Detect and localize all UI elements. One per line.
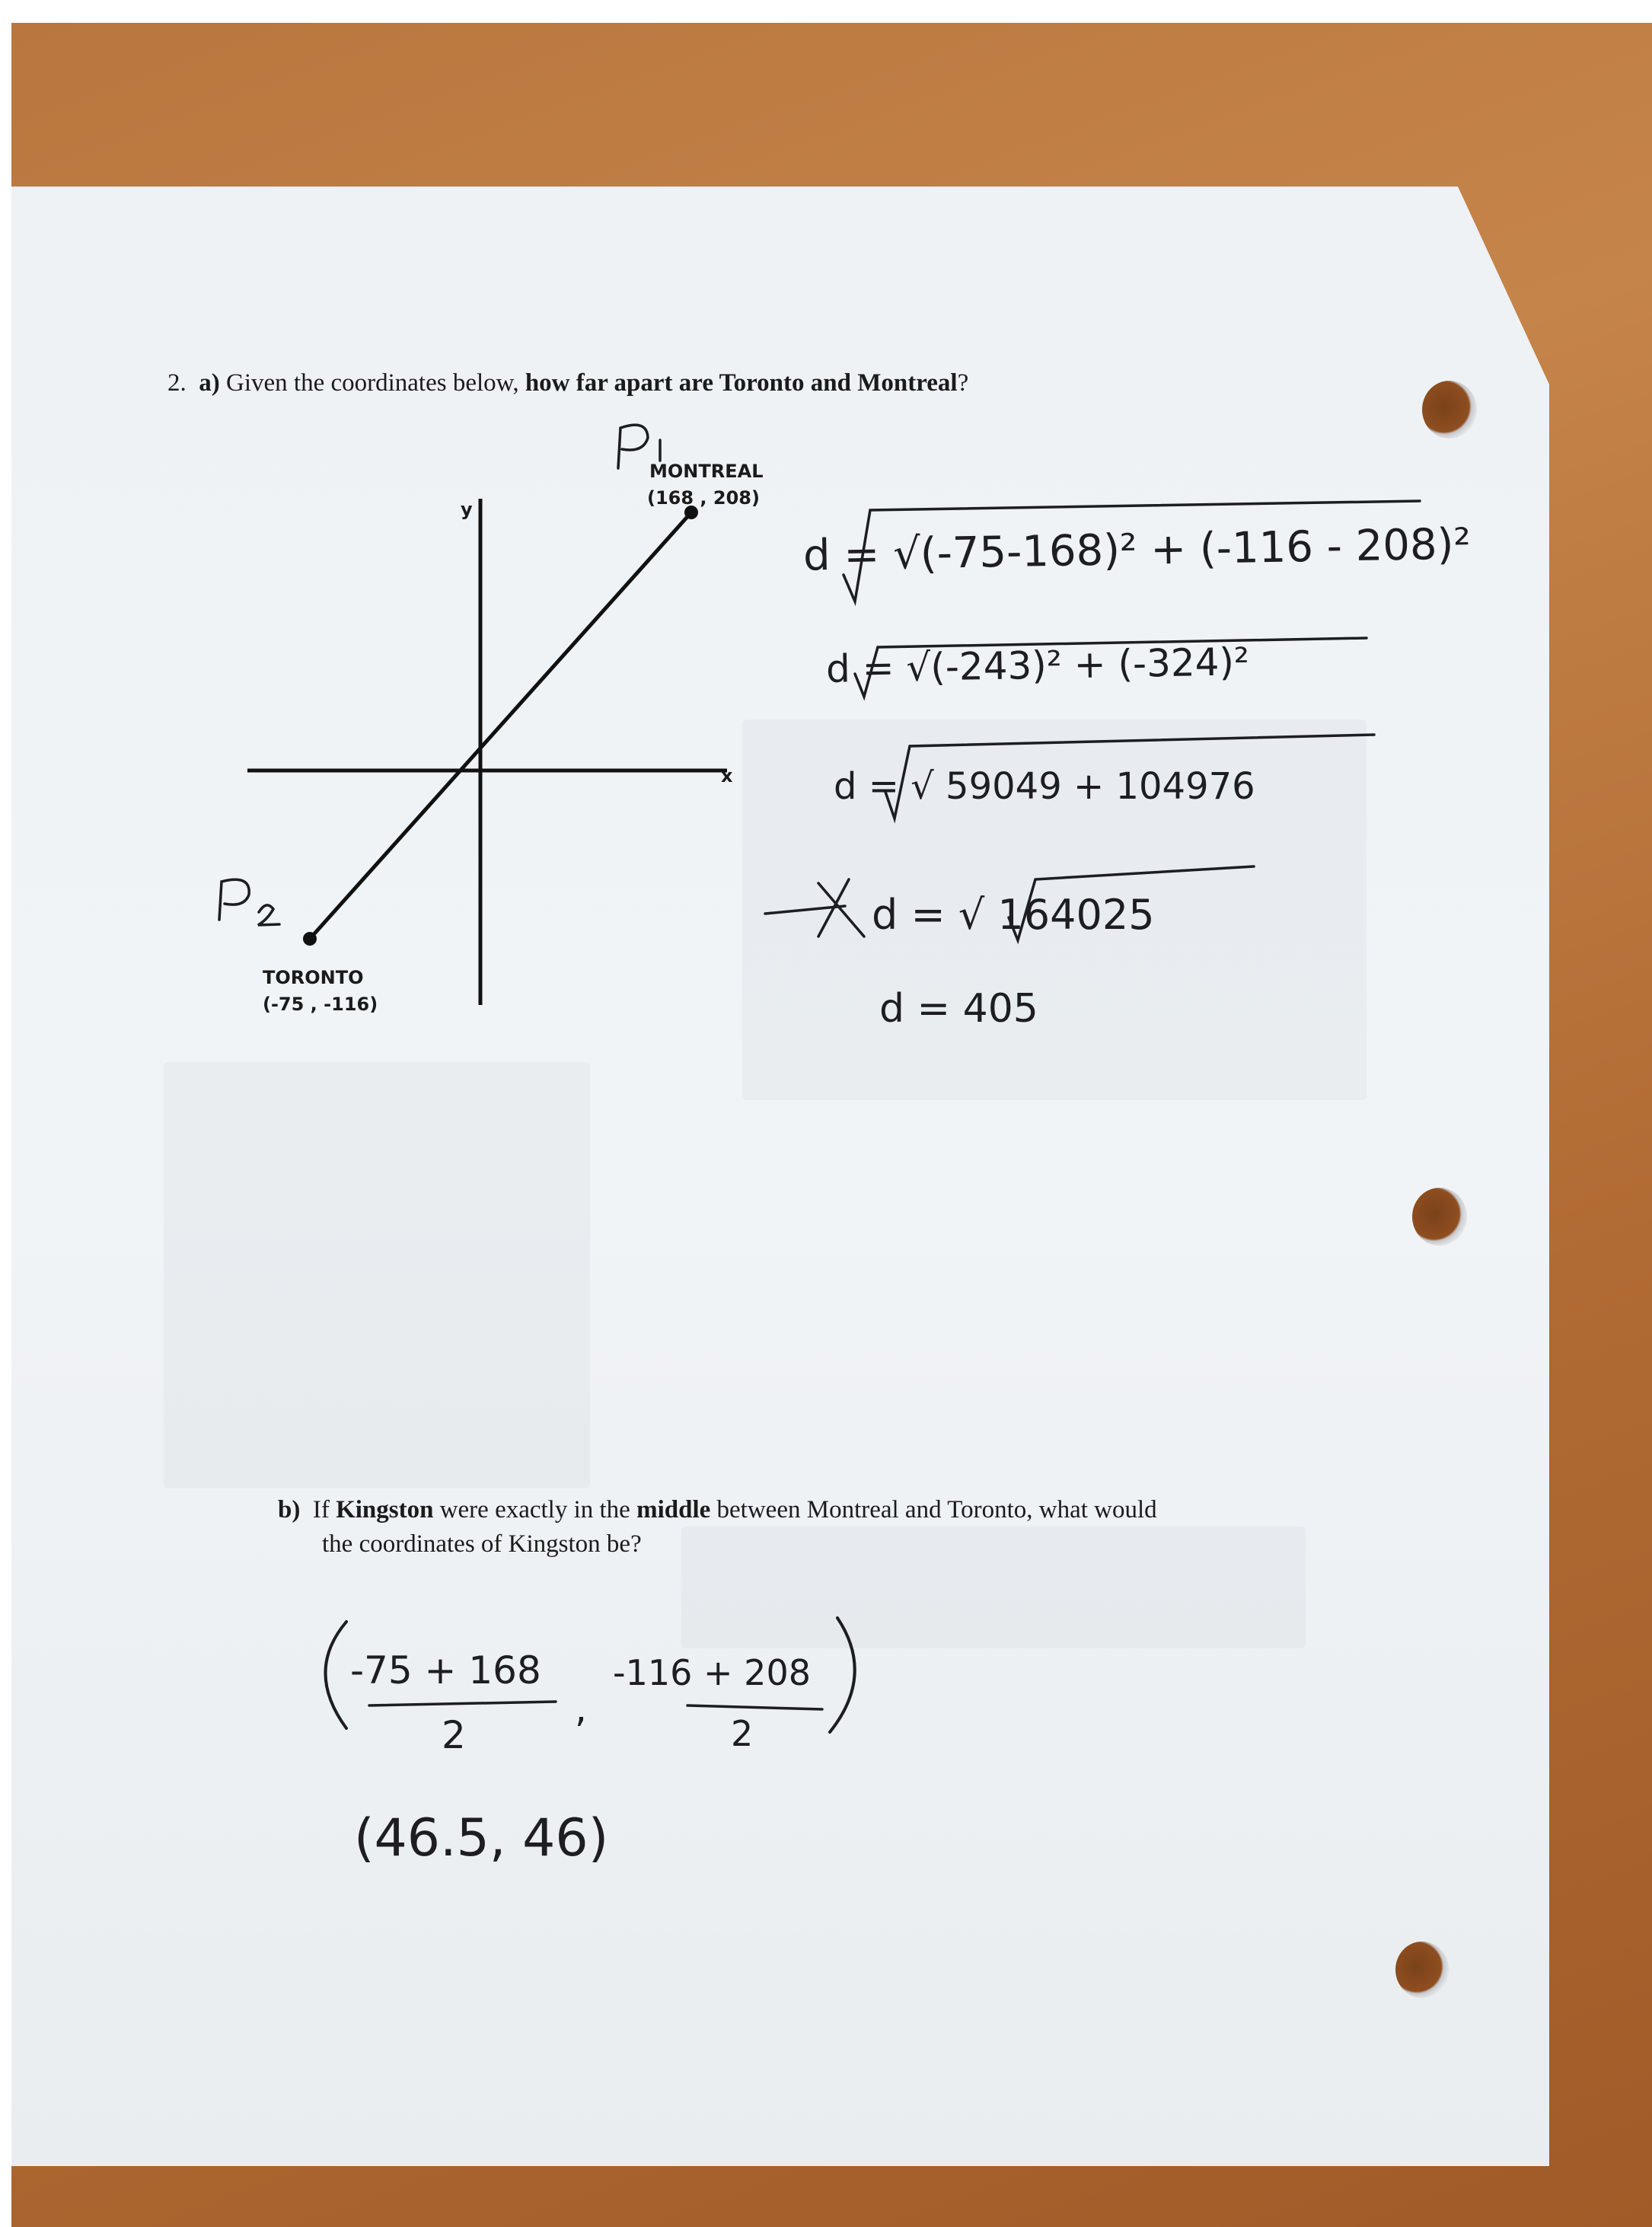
bleed-through-mark [742, 719, 1367, 1100]
segment-toronto-montreal [308, 511, 693, 940]
y-axis-label: y [461, 499, 473, 520]
toronto-coords: (-75 , -116) [263, 994, 378, 1015]
fraction-bar-y [686, 1704, 824, 1711]
montreal-label: MONTREAL [649, 461, 764, 482]
star-mark [764, 878, 866, 938]
midpoint-y-denominator: 2 [731, 1713, 754, 1754]
coordinate-graph [218, 423, 1421, 1734]
radical-3 [884, 733, 1376, 824]
question-a-bold: how far apart are Toronto and Montreal [525, 369, 958, 397]
question-a-plain: Given the coordinates below, [226, 369, 519, 397]
x-axis-label: x [721, 765, 733, 786]
question-b-text: between Montreal and Toronto, what would [716, 1496, 1157, 1523]
photo-background: 2. a) Given the coordinates below, how f… [11, 23, 1652, 2227]
midpoint-comma: , [575, 1686, 587, 1731]
bleed-through-mark [164, 1062, 590, 1488]
question-b-bold-kingston: Kingston [336, 1496, 434, 1523]
work-a-line-5: d = 405 [879, 986, 1038, 1032]
question-b-line-2: the coordinates of Kingston be? [322, 1530, 642, 1558]
question-a-text: 2. a) Given the coordinates below, how f… [167, 369, 968, 397]
question-b-text: If [312, 1496, 330, 1523]
question-b-bold-middle: middle [636, 1496, 711, 1523]
work-a-line-4: d = √ 164025 [872, 891, 1155, 939]
radical-2 [853, 637, 1368, 701]
p2-handwritten [218, 878, 281, 927]
work-a-line-3: d = √ 59049 + 104976 [834, 765, 1255, 808]
midpoint-y-numerator: -116 + 208 [613, 1652, 811, 1693]
montreal-coords: (168 , 208) [647, 487, 760, 509]
point-montreal [684, 506, 698, 519]
binder-hole [1422, 381, 1477, 439]
left-paren [324, 1620, 348, 1730]
question-a-label: a) [199, 369, 220, 397]
work-a-line-2: d = √(-243)² + (-324)² [825, 640, 1250, 691]
question-number: 2. [167, 369, 187, 397]
midpoint-x-numerator: -75 + 168 [350, 1648, 541, 1693]
worksheet-page [11, 187, 1549, 2166]
toronto-label: TORONTO [263, 967, 364, 988]
question-b-text: were exactly in the [439, 1496, 630, 1523]
binder-hole [1395, 1941, 1449, 1998]
binder-hole [1412, 1188, 1467, 1246]
radical-1 [842, 499, 1421, 607]
question-b-line-1: b) If Kingston were exactly in the middl… [278, 1496, 1157, 1524]
p1-handwritten [617, 423, 662, 470]
right-paren [828, 1616, 856, 1734]
midpoint-x-denominator: 2 [442, 1713, 466, 1757]
bleed-through-mark [681, 1527, 1306, 1648]
midpoint-answer: (46.5, 46) [354, 1808, 609, 1868]
point-toronto [303, 932, 317, 946]
radical-4 [1007, 865, 1255, 945]
question-a-end: ? [957, 369, 969, 397]
fraction-bar-x [368, 1700, 557, 1707]
question-b-label: b) [278, 1496, 301, 1523]
